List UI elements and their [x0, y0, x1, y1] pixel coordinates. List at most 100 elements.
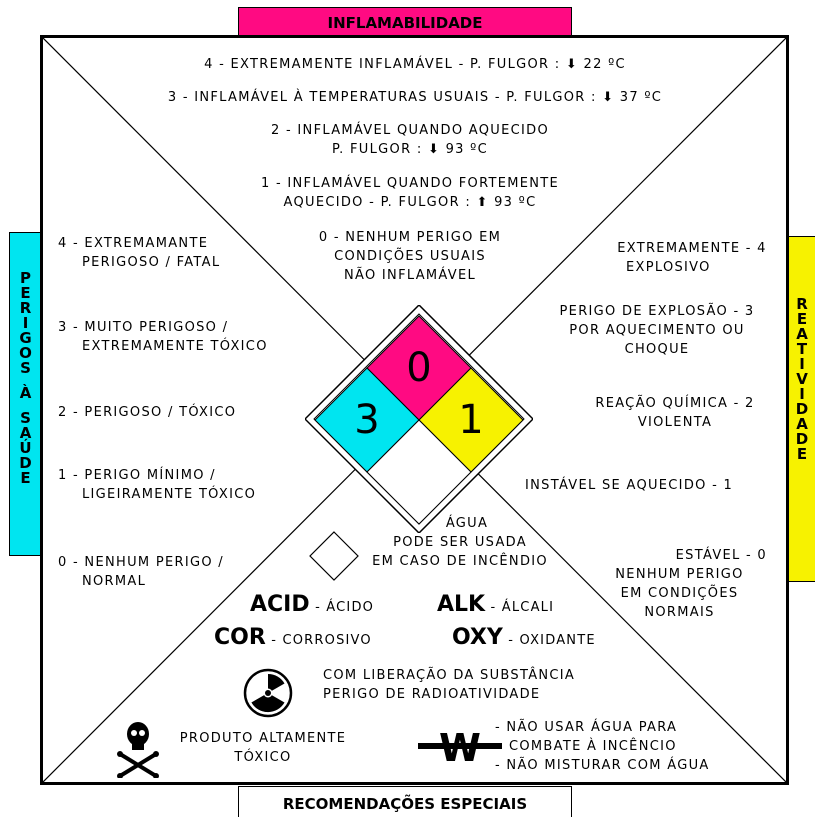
flammability-level-2-line: P. FULGOR : ⬇ 93 ºC [332, 142, 488, 157]
reactivity-level-1: INSTÁVEL SE AQUECIDO - 1 [525, 476, 733, 495]
reactivity-letter: A [796, 415, 808, 433]
reactivity-level-0-line: ESTÁVEL - 0 [675, 548, 767, 563]
health-level-4-line: PERIGOSO / FATAL [82, 255, 221, 270]
radiation-note-line: PERIGO DE RADIOATIVIDADE [323, 687, 541, 702]
flammability-level-0-line: CONDIÇÕES USUAIS [334, 249, 486, 264]
reactivity-level-3: PERIGO DE EXPLOSÃO - 3 POR AQUECIMENTO O… [530, 302, 784, 359]
health-value: 3 [354, 397, 379, 443]
reactivity-level-0: ESTÁVEL - 0 NENHUM PERIGO EM CONDIÇÕES N… [592, 546, 767, 622]
health-letter: R [19, 299, 32, 317]
health-level-4: 4 - EXTREMAMANTE PERIGOSO / FATAL [58, 234, 220, 272]
health-letter: G [19, 329, 32, 347]
water-note-line: ÁGUA [445, 516, 489, 531]
reactivity-level-4-line: EXPLOSIVO [626, 260, 711, 275]
special-quadrant [366, 419, 472, 525]
code-alk-desc: - ÁLCALI [490, 600, 555, 615]
reactivity-letter: A [796, 325, 808, 343]
flammability-level-1: 1 - INFLAMÁVEL QUANDO FORTEMENTE AQUECID… [200, 174, 620, 212]
svg-text:W: W [439, 727, 481, 767]
reactivity-level-2-line: VIOLENTA [637, 415, 713, 430]
reactivity-level-3-line: POR AQUECIMENTO OU [569, 323, 745, 338]
flammability-level-2: 2 - INFLAMÁVEL QUANDO AQUECIDO P. FULGOR… [200, 121, 620, 159]
health-letter: E [20, 284, 31, 302]
health-letter: O [19, 344, 32, 362]
footer-title: RECOMENDAÇÕES ESPECIAIS [282, 795, 528, 813]
reactivity-level-0-line: NENHUM PERIGO [615, 567, 744, 582]
flammability-level-0: 0 - NENHUM PERIGO EM CONDIÇÕES USUAIS NÃ… [240, 228, 580, 285]
water-note: ÁGUA PODE SER USADA EM CASO DE INCÊNDIO [340, 514, 580, 571]
health-letter: S [20, 409, 31, 427]
reactivity-level-2-line: REAÇÃO QUÍMICA - 2 [595, 396, 755, 411]
radiation-note-line: COM LIBERAÇÃO DA SUBSTÂNCIA [323, 668, 576, 683]
health-level-0-line: NORMAL [82, 574, 147, 589]
code-acid-desc: - ÁCIDO [315, 600, 375, 615]
reactivity-letter: I [799, 355, 805, 373]
reactivity-level-4-line: EXTREMAMENTE - 4 [617, 241, 767, 256]
health-letter: I [22, 314, 29, 332]
header-title: INFLAMABILIDADE [327, 14, 483, 32]
reactivity-letter: T [796, 340, 808, 358]
health-level-2: 2 - PERIGOSO / TÓXICO [58, 403, 236, 422]
health-level-1-line: 1 - PERIGO MÍNIMO / [58, 468, 216, 483]
reactivity-tab: R E A T I V I D A D E [788, 236, 815, 582]
toxic-note-line: TÓXICO [234, 750, 292, 765]
health-letter: Ú [19, 439, 32, 457]
health-letter: À [19, 384, 32, 402]
reactivity-level-4: EXTREMAMENTE - 4 EXPLOSIVO [600, 239, 784, 277]
code-alk-symbol: ALK [437, 592, 486, 617]
water-note-line: EM CASO DE INCÊNDIO [372, 554, 548, 569]
health-letter: E [20, 469, 31, 487]
no-water-note-line: - NÃO USAR ÁGUA PARA [495, 720, 678, 735]
health-letter: P [20, 269, 31, 287]
health-level-1: 1 - PERIGO MÍNIMO / LIGEIRAMENTE TÓXICO [58, 466, 256, 504]
code-cor: COR - CORROSIVO [214, 625, 372, 650]
code-acid-symbol: ACID [250, 592, 310, 617]
health-level-0: 0 - NENHUM PERIGO / NORMAL [58, 553, 224, 591]
health-letter: S [20, 359, 31, 377]
no-water-note-line: - NÃO MISTURAR COM ÁGUA [495, 758, 710, 773]
health-level-0-line: 0 - NENHUM PERIGO / [58, 555, 224, 570]
water-note-line: PODE SER USADA [393, 535, 527, 550]
code-oxy-symbol: OXY [452, 625, 503, 650]
reactivity-level-2: REAÇÃO QUÍMICA - 2 VIOLENTA [580, 394, 770, 432]
flammability-value: 0 [406, 345, 431, 391]
health-level-3: 3 - MUITO PERIGOSO / EXTREMAMENTE TÓXICO [58, 318, 268, 356]
toxic-note-line: PRODUTO ALTAMENTE [179, 731, 347, 746]
reactivity-level-0-line: EM CONDIÇÕES [620, 586, 739, 601]
code-cor-desc: - CORROSIVO [271, 633, 372, 648]
code-oxy-desc: - OXIDANTE [508, 633, 596, 648]
flammability-level-0-line: 0 - NENHUM PERIGO EM [318, 230, 502, 245]
flammability-level-1-line: AQUECIDO - P. FULGOR : ⬆ 93 ºC [283, 195, 537, 210]
health-tab: P E R I G O S À S A Ú D E [9, 232, 42, 556]
no-water-note-line: COMBATE À INCÊNCIO [509, 739, 677, 754]
health-level-3-line: 3 - MUITO PERIGOSO / [58, 320, 229, 335]
reactivity-level-3-line: CHOQUE [624, 342, 690, 357]
code-alk: ALK - ÁLCALI [437, 592, 555, 617]
reactivity-letter: V [796, 370, 808, 388]
reactivity-level-3-line: PERIGO DE EXPLOSÃO - 3 [559, 304, 755, 319]
radiation-icon [243, 668, 293, 718]
health-letter: D [19, 454, 32, 472]
code-cor-symbol: COR [214, 625, 266, 650]
code-oxy: OXY - OXIDANTE [452, 625, 596, 650]
reactivity-letter: E [796, 310, 808, 328]
health-level-1-line: LIGEIRAMENTE TÓXICO [82, 487, 257, 502]
toxic-note: PRODUTO ALTAMENTE TÓXICO [160, 729, 366, 767]
footer-tab: RECOMENDAÇÕES ESPECIAIS [238, 786, 572, 817]
diamond-outline-icon [309, 531, 359, 581]
reactivity-letter: D [795, 400, 809, 418]
reactivity-letter: I [799, 385, 805, 403]
reactivity-level-0-line: NORMAIS [644, 605, 715, 620]
health-letter: A [19, 424, 32, 442]
no-water-note: - NÃO USAR ÁGUA PARA COMBATE À INCÊNCIO … [495, 718, 710, 775]
hazard-diamond: 0 3 1 [305, 305, 533, 533]
reactivity-value: 1 [458, 397, 483, 443]
reactivity-level-1-line: INSTÁVEL SE AQUECIDO - 1 [525, 478, 734, 493]
radiation-note: COM LIBERAÇÃO DA SUBSTÂNCIA PERIGO DE RA… [323, 666, 575, 704]
flammability-level-0-line: NÃO INFLAMÁVEL [343, 268, 477, 283]
flammability-level-1-line: 1 - INFLAMÁVEL QUANDO FORTEMENTE [260, 176, 560, 191]
health-level-4-line: 4 - EXTREMAMANTE [58, 236, 209, 251]
flammability-level-3: 3 - INFLAMÁVEL À TEMPERATURAS USUAIS - P… [167, 90, 663, 105]
reactivity-letter: R [796, 295, 808, 313]
health-level-3-line: EXTREMAMENTE TÓXICO [82, 339, 268, 354]
